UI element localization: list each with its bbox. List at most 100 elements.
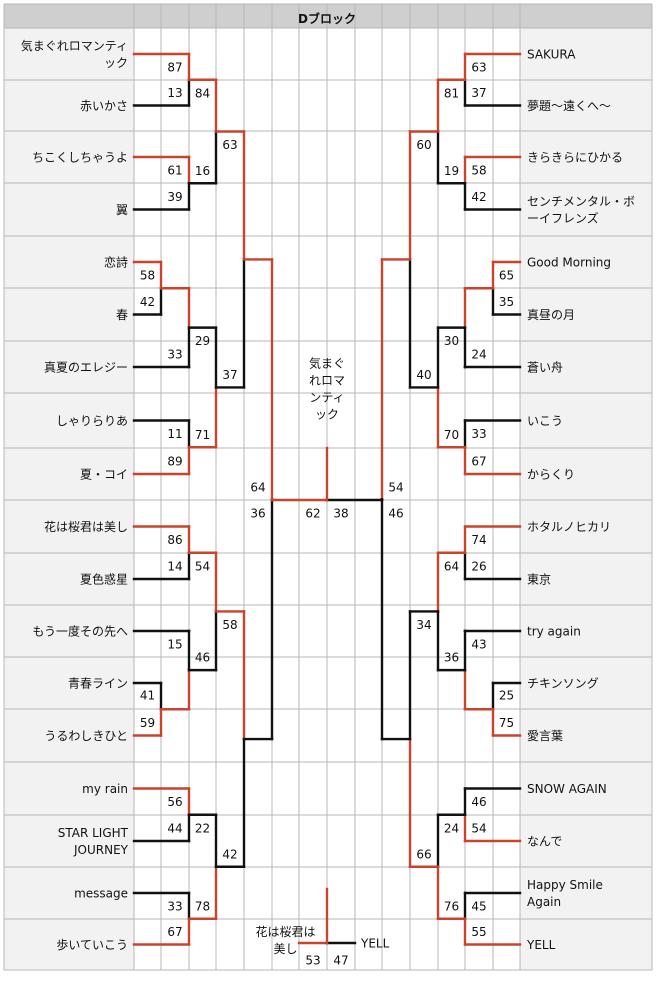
score-label: 63 — [222, 138, 237, 152]
score-label: 86 — [167, 533, 182, 547]
score-label: 65 — [499, 269, 514, 283]
score-label: 63 — [471, 61, 486, 75]
score-label: 67 — [167, 925, 182, 939]
score-label: 24 — [471, 348, 486, 362]
score-label: 61 — [167, 164, 182, 178]
score-label: 46 — [195, 651, 210, 665]
score-label: 54 — [388, 481, 403, 495]
right-player-name: ーイフレンズ — [527, 211, 599, 226]
final-winner-name: 気まぐ — [309, 356, 345, 371]
final-winner-name: ック — [315, 408, 339, 422]
final-winner-name: れロマ — [309, 374, 345, 388]
right-player-name: SAKURA — [527, 48, 576, 62]
right-player-name: 東京 — [527, 573, 551, 587]
right-player-name: YELL — [526, 938, 556, 952]
left-player-name: 恋詩 — [104, 255, 128, 270]
right-player-name: なんで — [527, 835, 562, 849]
score-label: 44 — [167, 822, 182, 836]
score-label: 47 — [333, 954, 348, 968]
score-label: 64 — [250, 481, 265, 495]
third-right-name: YELL — [360, 937, 390, 951]
right-player-name: Good Morning — [527, 256, 611, 270]
right-player-name: try again — [527, 625, 581, 639]
bracket-lines — [132, 52, 522, 946]
score-label: 87 — [167, 61, 182, 75]
score-label: 14 — [167, 560, 182, 574]
score-label: 24 — [444, 821, 459, 835]
score-label: 37 — [471, 86, 486, 100]
score-label: 25 — [499, 689, 514, 703]
score-label: 45 — [471, 900, 486, 914]
left-player-name: 翼 — [116, 203, 128, 217]
left-player-name: うるわしきひと — [44, 729, 128, 743]
right-player-name: ホタルノヒカリ — [527, 520, 611, 534]
score-label: 64 — [444, 559, 459, 573]
left-player-name: STAR LIGHT — [58, 826, 129, 840]
left-player-name: my rain — [82, 782, 128, 796]
score-label: 81 — [444, 86, 459, 100]
score-label: 39 — [167, 190, 182, 204]
score-label: 42 — [471, 190, 486, 204]
left-player-name: 青春ライン — [68, 677, 128, 691]
right-player-name: センチメンタル・ボ — [527, 195, 635, 209]
score-label: 22 — [195, 821, 210, 835]
score-label: 55 — [471, 925, 486, 939]
right-player-name: チキンソング — [527, 677, 599, 691]
bracket-text: Dブロック 気まぐれロマンティック赤いかさちこくしちゃうよ翼恋詩春真夏のエレジー… — [21, 11, 635, 968]
score-label: 43 — [471, 638, 486, 652]
score-label: 34 — [416, 618, 431, 632]
right-player-name: きらきらにひかる — [527, 151, 623, 165]
score-label: 84 — [195, 86, 210, 100]
right-player-name: 夢題〜遠くへ〜 — [527, 99, 611, 113]
right-player-name: 愛言葉 — [527, 729, 563, 743]
third-left-name: 花は桜君は — [255, 924, 315, 939]
score-label: 36 — [444, 651, 459, 665]
score-label: 66 — [416, 847, 431, 861]
score-label: 16 — [195, 164, 210, 178]
score-label: 46 — [388, 507, 403, 521]
right-player-name: からくり — [527, 468, 575, 482]
left-player-name: しゃりらりあ — [56, 414, 128, 428]
score-label: 56 — [167, 795, 182, 809]
right-player-name: 蒼い舟 — [527, 361, 563, 375]
right-player-name: いこう — [527, 414, 563, 428]
score-label: 46 — [471, 795, 486, 809]
score-label: 33 — [167, 348, 182, 362]
score-label: 78 — [195, 899, 210, 913]
score-label: 71 — [195, 428, 210, 442]
score-label: 67 — [471, 455, 486, 469]
third-left-name: 美し — [273, 942, 297, 956]
score-label: 58 — [471, 164, 486, 178]
right-player-name: SNOW AGAIN — [527, 782, 607, 796]
left-player-name: 夏・コイ — [80, 468, 128, 482]
score-label: 60 — [416, 138, 431, 152]
score-label: 26 — [471, 560, 486, 574]
right-player-name: Happy Smile — [527, 878, 603, 892]
score-label: 76 — [444, 899, 459, 913]
score-label: 33 — [167, 900, 182, 914]
left-player-name: 夏色惑星 — [80, 573, 128, 587]
score-label: 41 — [140, 689, 155, 703]
score-label: 53 — [305, 954, 320, 968]
left-player-name: message — [74, 887, 128, 901]
score-label: 42 — [140, 295, 155, 309]
score-label: 70 — [444, 428, 459, 442]
left-player-name: もう一度その先へ — [32, 624, 128, 639]
block-title: Dブロック — [298, 11, 356, 26]
left-player-name: ック — [104, 56, 128, 70]
score-label: 38 — [333, 507, 348, 521]
score-label: 30 — [444, 334, 459, 348]
right-player-name: 真昼の月 — [527, 308, 575, 322]
score-label: 35 — [499, 295, 514, 309]
score-label: 15 — [167, 638, 182, 652]
right-player-name: Again — [527, 895, 561, 909]
score-label: 54 — [471, 822, 486, 836]
left-player-name: 歩いていこう — [56, 937, 128, 952]
left-player-name: 赤いかさ — [80, 99, 128, 113]
score-label: 54 — [195, 559, 210, 573]
score-label: 62 — [305, 507, 320, 521]
left-player-name: 花は桜君は美し — [44, 519, 128, 534]
left-player-name: 気まぐれロマンティ — [21, 38, 128, 53]
score-label: 29 — [195, 334, 210, 348]
